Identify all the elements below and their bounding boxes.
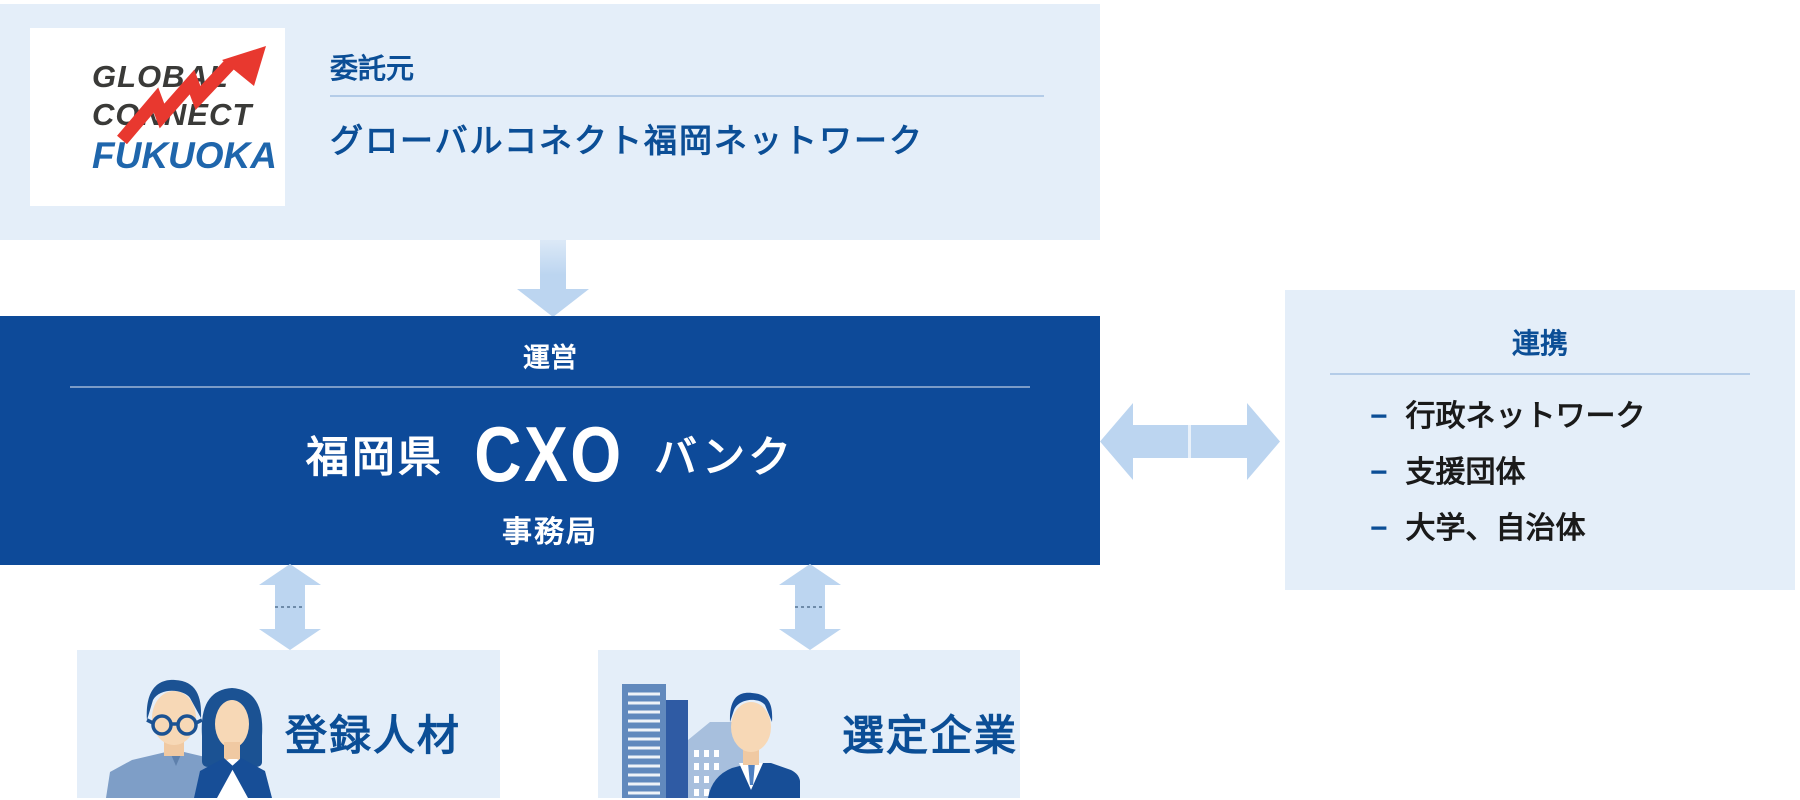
vertical-double-arrow-icon <box>259 564 321 650</box>
global-connect-fukuoka-logo: GLOBAL CONNECT FUKUOKA <box>30 28 285 206</box>
dash-bullet: − <box>1370 456 1388 489</box>
list-item: − 支援団体 <box>1370 456 1646 489</box>
horizontal-double-arrow-icon <box>1100 403 1280 480</box>
company-box: 選定企業 <box>598 650 1020 798</box>
logo-line-fukuoka: FUKUOKA <box>92 135 277 176</box>
logo-text: GLOBAL CONNECT FUKUOKA <box>92 46 282 188</box>
partners-item-label: 行政ネットワーク <box>1405 400 1646 433</box>
list-item: − 行政ネットワーク <box>1370 400 1646 433</box>
list-item: − 大学、自治体 <box>1370 512 1646 545</box>
building-person-icon <box>622 684 800 798</box>
partners-divider <box>1330 373 1750 375</box>
operator-title-cxo: CXO <box>474 410 624 498</box>
consignor-divider <box>330 95 1044 97</box>
consignor-text-block: 委託元 グローバルコネクト福岡ネットワーク <box>330 52 1044 162</box>
down-arrow-icon <box>517 240 589 317</box>
talent-label: 登録人材 <box>285 712 462 759</box>
partners-heading: 連携 <box>1511 328 1568 359</box>
operator-divider <box>70 386 1030 388</box>
operator-box: 運営 福岡県 CXO バンク 事務局 <box>0 316 1100 565</box>
operator-title: 福岡県 CXO バンク <box>0 412 1100 496</box>
vertical-double-arrow-icon <box>779 564 841 650</box>
partners-item-label: 支援団体 <box>1405 456 1526 489</box>
operator-title-suffix: バンク <box>653 434 795 482</box>
consignor-box: GLOBAL CONNECT FUKUOKA 委託元 グローバルコネクト福岡ネッ… <box>0 4 1100 240</box>
rising-zigzag-arrow-icon <box>117 46 266 144</box>
operator-heading: 運営 <box>523 343 577 373</box>
operator-subtitle: 事務局 <box>502 516 598 549</box>
two-people-icon <box>106 679 272 798</box>
partners-item-label: 大学、自治体 <box>1405 512 1586 545</box>
company-label: 選定企業 <box>842 712 1019 759</box>
consignor-heading: 委託元 <box>330 53 415 84</box>
talent-box: 登録人材 <box>77 650 500 798</box>
partners-box: 連携 − 行政ネットワーク − 支援団体 − 大学、自治体 <box>1285 290 1795 590</box>
operator-title-prefix: 福岡県 <box>305 434 444 482</box>
partners-list: − 行政ネットワーク − 支援団体 − 大学、自治体 <box>1370 400 1646 568</box>
dash-bullet: − <box>1370 512 1388 545</box>
consignor-name: グローバルコネクト福岡ネットワーク <box>330 122 925 159</box>
dash-bullet: − <box>1370 400 1388 433</box>
